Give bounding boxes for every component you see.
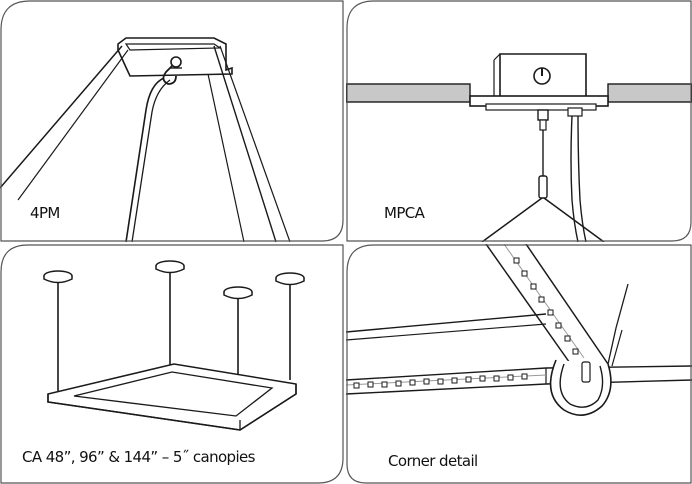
panel-caption: CA 48”, 96” & 144” – 5˝ canopies [22,448,256,466]
ceiling-left [346,83,471,103]
diagonal-extrusion [485,244,609,367]
panel-border [346,0,692,242]
panel-caption: 4PM [30,204,60,222]
cable-left [0,45,123,189]
cable-right [213,45,277,242]
power-cord [570,115,579,242]
panel-border [346,244,692,484]
ca-illustration [0,244,344,484]
gripper [538,175,548,199]
ceiling-right [607,83,692,103]
panel-border [0,0,344,242]
panel-caption: Corner detail [388,452,478,470]
cord [125,77,165,242]
fixture-frame [47,363,297,431]
horizontal-extrusion [346,365,692,395]
4pm-illustration [0,0,344,242]
panel-4pm: 4PM [0,0,344,242]
mpca-illustration [346,0,692,242]
panel-mpca: MPCA [346,0,692,242]
panel-border [0,244,344,484]
panel-ca-canopies: CA 48”, 96” & 144” – 5˝ canopies [0,244,344,484]
hook-icon [170,56,182,68]
corner-connector [549,283,629,416]
corner-illustration [346,244,692,484]
panel-corner-detail: Corner detail [346,244,692,484]
panel-caption: MPCA [384,204,425,222]
